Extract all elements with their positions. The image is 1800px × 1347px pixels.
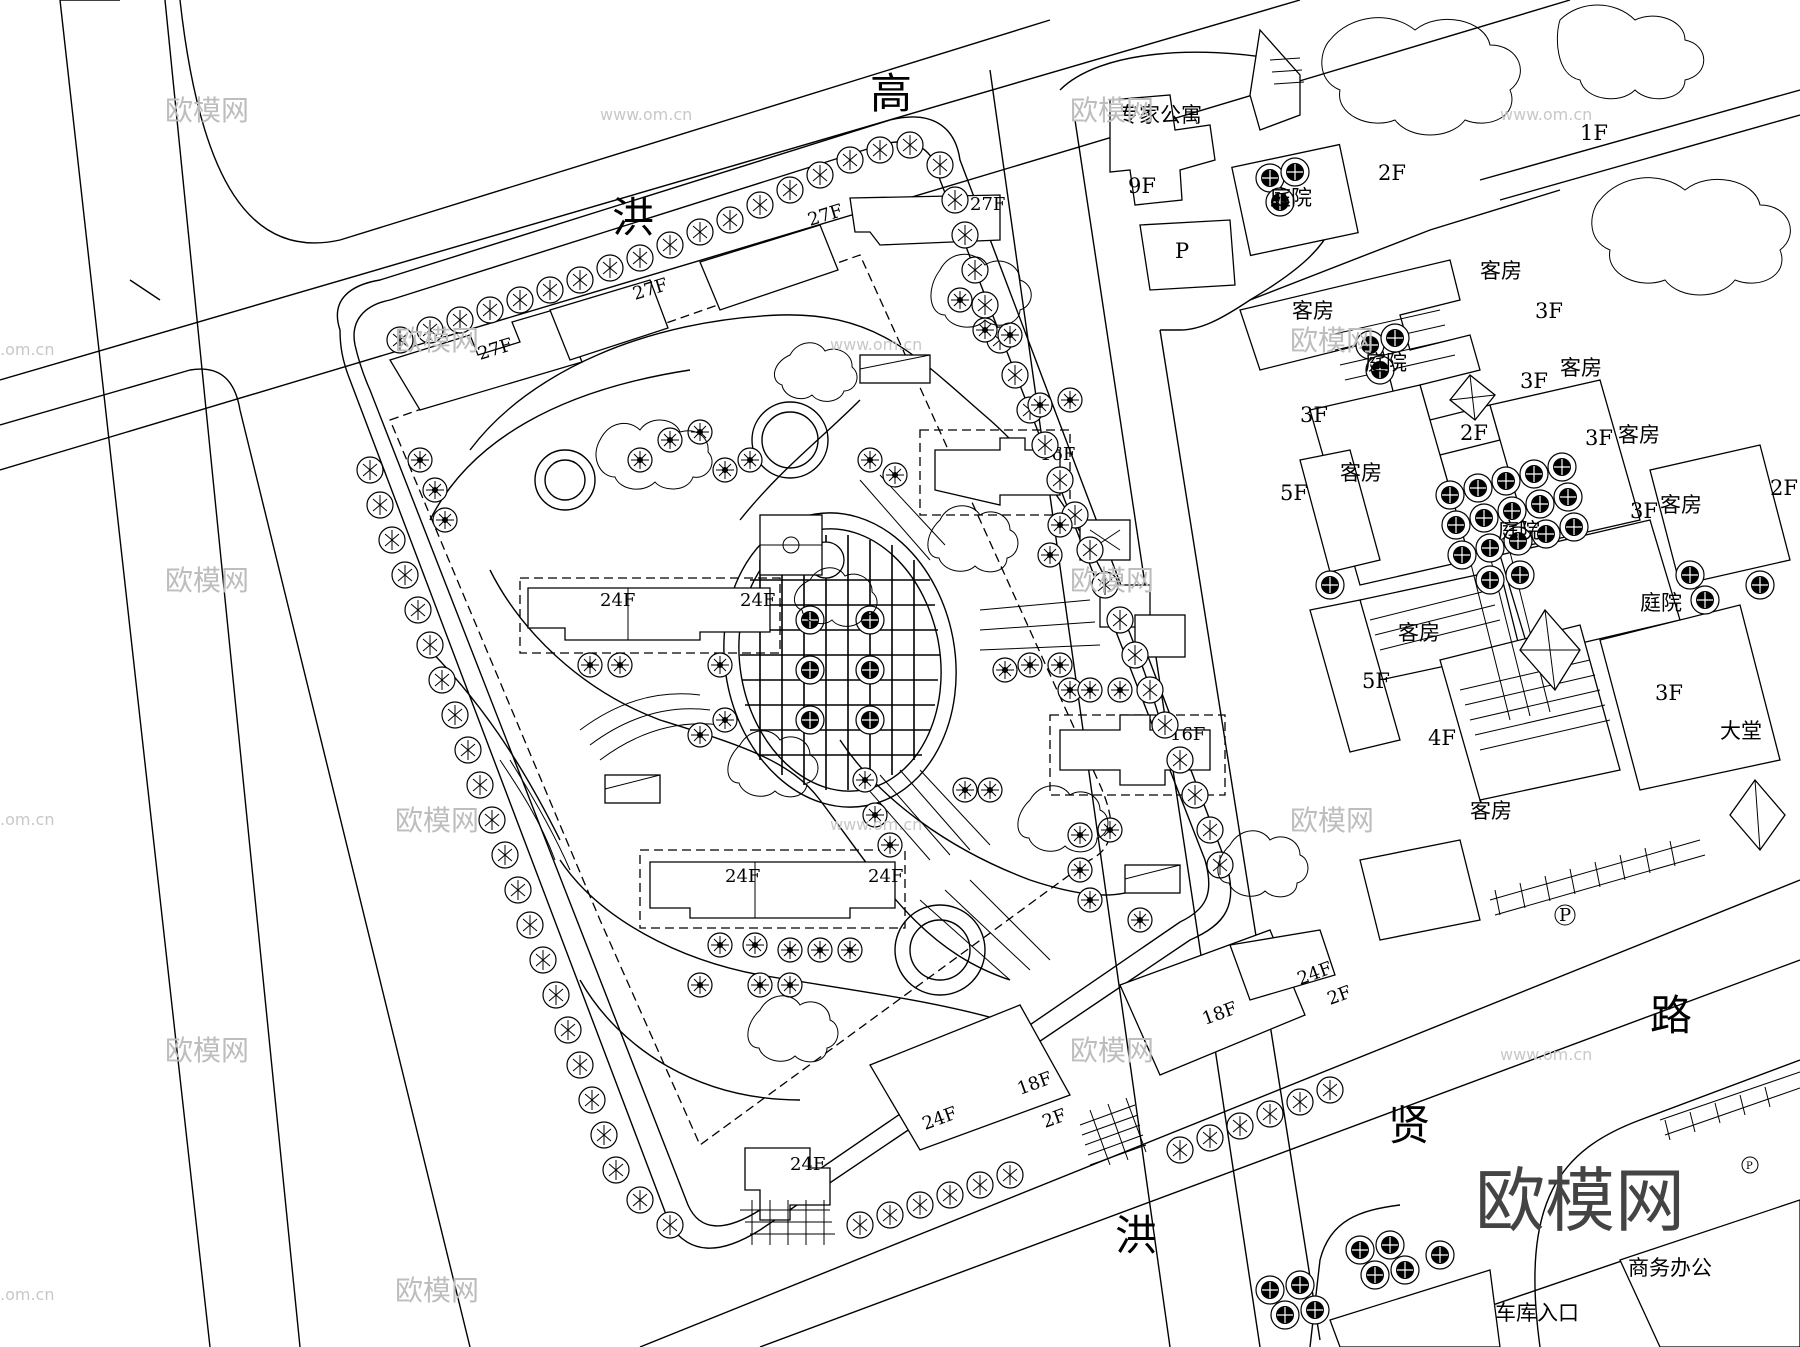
label-lobby: 大堂: [1720, 719, 1762, 743]
label-courtyard: 庭院: [1498, 519, 1540, 543]
floor-label-3f: 3F: [1655, 681, 1683, 705]
south-parking-symbol: P: [1746, 1161, 1753, 1172]
floor-label-2f: 2F: [1460, 421, 1488, 445]
hatched-lawns: [499, 354, 1181, 1245]
label-guest-room: 客房: [1340, 461, 1382, 485]
floor-label-2f: 2F: [1040, 1105, 1070, 1133]
floor-label-27f: 27F: [805, 200, 845, 230]
watermark-url: www.om.cn: [830, 335, 922, 354]
watermark-url: www.om.cn: [1500, 105, 1592, 124]
hotel-parking-symbol: P: [1559, 905, 1571, 926]
floor-label-4f: 4F: [1428, 726, 1456, 750]
watermarks: 欧模网 欧模网 欧模网 欧模网 欧模网 欧模网 欧模网 欧模网 欧模网 欧模网 …: [0, 94, 1685, 1307]
watermark-domain: .om.cn: [0, 810, 54, 829]
label-guest-room: 客房: [1560, 356, 1602, 380]
label-business-office: 商务办公: [1628, 1256, 1712, 1280]
label-courtyard: 庭院: [1270, 186, 1312, 210]
label-guest-room: 客房: [1660, 493, 1702, 517]
floor-label-3f: 3F: [1535, 299, 1563, 323]
watermark-url: www.om.cn: [830, 815, 922, 834]
label-courtyard: 庭院: [1640, 591, 1682, 615]
floor-label-24f: 24F: [868, 866, 903, 887]
floor-label-24f: 24F: [790, 1154, 825, 1175]
shrubs: [595, 253, 1309, 1063]
watermark-brand: 欧模网: [1290, 324, 1374, 357]
label-guest-room: 客房: [1480, 259, 1522, 283]
central-plaza: [723, 512, 957, 808]
floor-label-2f: 2F: [1378, 161, 1406, 185]
road-name-char: 洪: [612, 193, 654, 242]
buildings-24f: 24F 24F 24F 24F 24F: [519, 577, 906, 1221]
boundary-trees: [356, 131, 1344, 1239]
floor-label-2f: 2F: [1325, 982, 1355, 1010]
watermark-brand: 欧模网: [395, 1274, 479, 1307]
label-garage-entrance: 车库入口: [1495, 1301, 1579, 1325]
floor-label-3f: 3F: [1630, 499, 1658, 523]
floor-label-5f: 5F: [1362, 669, 1390, 693]
south-block: P 车库入口 商务办公: [1255, 1059, 1800, 1347]
watermark-brand: 欧模网: [1070, 94, 1154, 127]
floor-label-24f: 24F: [600, 590, 635, 611]
road-name-char: 洪: [1115, 1211, 1157, 1260]
floor-label-2f: 2F: [1770, 476, 1798, 500]
floor-label-9f: 9F: [1128, 174, 1156, 198]
watermark-brand: 欧模网: [1070, 564, 1154, 597]
watermark-brand: 欧模网: [395, 324, 479, 357]
label-courtyard: 庭院: [1365, 351, 1407, 375]
road-name-char: 路: [1650, 991, 1692, 1040]
floor-label-3f: 3F: [1520, 369, 1548, 393]
label-guest-room: 客房: [1292, 299, 1334, 323]
label-guest-room: 客房: [1398, 621, 1440, 645]
floor-label-24f: 24F: [725, 866, 760, 887]
hotel-complex: P P 专家公寓 9F 2F 1F 庭院 客房 客房 3F 庭院 3F 客房 3…: [1059, 4, 1800, 941]
road-name-char: 高: [870, 69, 912, 118]
watermark-brand: 欧模网: [165, 564, 249, 597]
watermark-brand: 欧模网: [165, 94, 249, 127]
road-name-char: 贤: [1388, 1101, 1430, 1150]
watermark-brand: 欧模网: [1290, 804, 1374, 837]
floor-label-24f: 24F: [740, 590, 775, 611]
label-guest-room: 客房: [1470, 799, 1512, 823]
floor-label-1f: 1F: [1580, 121, 1608, 145]
floor-label-3f: 3F: [1585, 426, 1613, 450]
watermark-url: www.om.cn: [600, 105, 692, 124]
label-expert-apartment: 专家公寓: [1118, 103, 1202, 127]
buildings-south: 24F 18F 2F 18F 24F 2F: [869, 929, 1355, 1166]
label-guest-room: 客房: [1618, 423, 1660, 447]
floor-label-5f: 5F: [1280, 481, 1308, 505]
watermark-domain: .om.cn: [0, 1285, 54, 1304]
floor-label-3f: 3F: [1300, 403, 1328, 427]
expert-parking-symbol: P: [1175, 239, 1189, 263]
watermark-url: www.om.cn: [1500, 1045, 1592, 1064]
floor-label-16f: 16F: [1170, 724, 1205, 745]
residential-site: 27F 27F 27F 27F 24F 24F 24F 24F 24F 16F: [336, 116, 1355, 1249]
watermark-brand: 欧模网: [395, 804, 479, 837]
watermark-domain: .om.cn: [0, 340, 54, 359]
road-names: 洪 高 洪 贤 路: [612, 69, 1692, 1260]
brand-logo: 欧模网: [1475, 1160, 1685, 1242]
floor-label-27f: 27F: [970, 194, 1005, 215]
watermark-brand: 欧模网: [1070, 1034, 1154, 1067]
watermark-brand: 欧模网: [165, 1034, 249, 1067]
